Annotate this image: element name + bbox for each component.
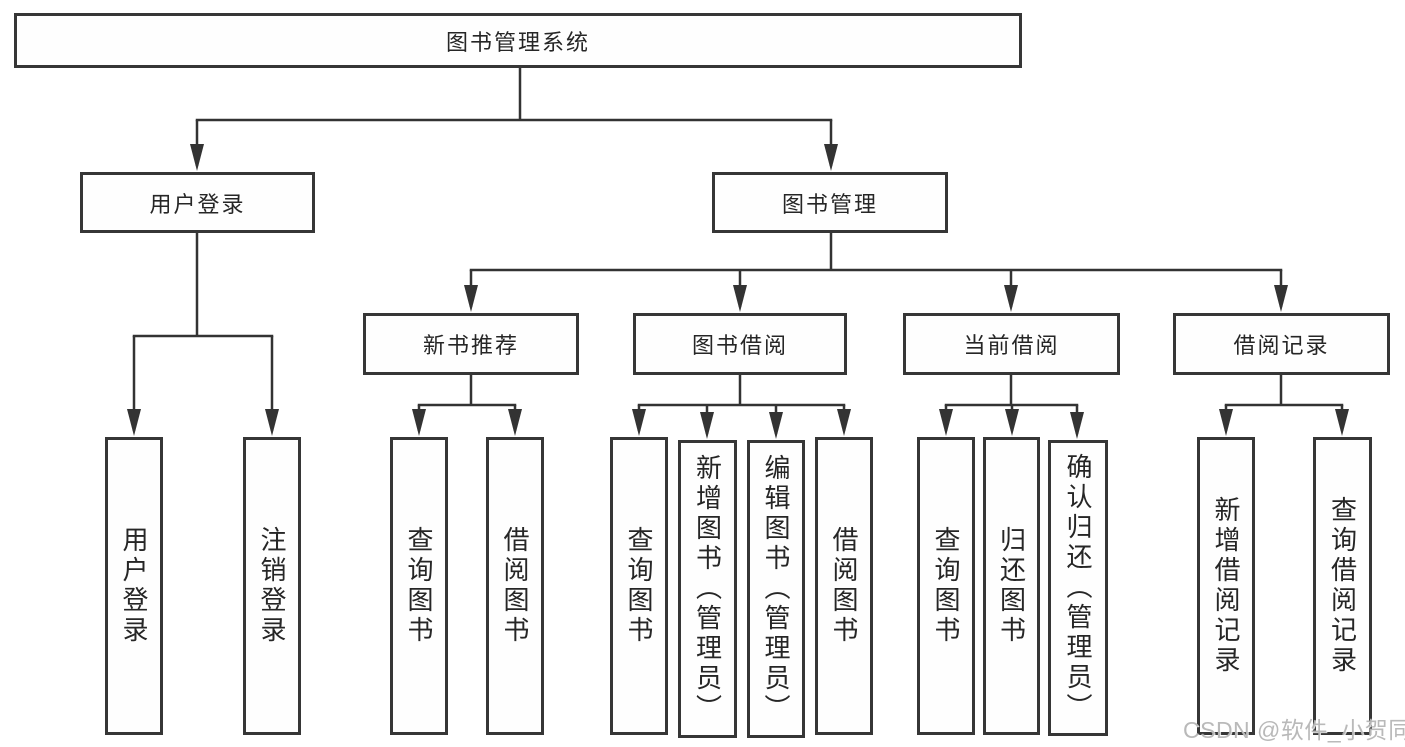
node-label: 归还图书 [996,526,1027,646]
node-book-borrow: 图书借阅 [633,313,847,375]
node-query-book-3: 查询图书 [917,437,975,735]
node-label: 新增图书（管理员） [692,454,723,724]
node-label: 图书借阅 [691,333,788,358]
node-label: 用户登录 [119,526,149,646]
node-label: 查询图书 [931,526,961,646]
node-label: 用户登录 [149,191,246,217]
node-label: 借阅记录 [1233,333,1330,358]
connector-current-borrow-to-leaves [939,373,1084,439]
node-label: 查询借阅记录 [1327,496,1358,676]
node-library-management-system: 图书管理系统 [14,13,1022,68]
connector-borrow-records-to-leaves [1219,374,1349,436]
node-label: 编辑图书（管理员） [761,454,791,724]
node-add-book-admin: 新增图书（管理员） [678,440,737,738]
connector-new-book-recommend-to-leaves [412,373,522,436]
node-edit-book-admin: 编辑图书（管理员） [747,440,805,738]
node-return-book: 归还图书 [983,437,1040,735]
node-label: 新增借阅记录 [1211,496,1241,676]
node-logout: 注销登录 [243,437,301,735]
node-label: 图书管理系统 [445,29,590,55]
node-user-login: 用户登录 [80,172,315,233]
node-label: 查询图书 [404,526,434,646]
node-current-borrow: 当前借阅 [903,313,1120,375]
node-confirm-return-admin: 确认归还（管理员） [1048,440,1108,736]
node-label: 查询图书 [624,526,654,646]
connector-user-login-to-leaves [127,231,279,436]
node-user-login-leaf: 用户登录 [105,437,163,735]
connector-book-management-to-level2 [464,231,1288,312]
node-borrow-book-1: 借阅图书 [486,437,544,735]
node-label: 新书推荐 [422,333,519,358]
connector-root-to-level1 [190,66,838,171]
node-new-book-recommend: 新书推荐 [363,313,579,375]
node-label: 借阅图书 [829,526,859,646]
node-label: 注销登录 [257,526,287,646]
node-label: 确认归还（管理员） [1063,453,1093,723]
node-query-borrow-record: 查询借阅记录 [1313,437,1372,735]
node-borrow-book-2: 借阅图书 [815,437,873,735]
node-query-book-1: 查询图书 [390,437,448,735]
watermark: CSDN @软件_小贺同学 [1183,717,1405,743]
node-borrow-records: 借阅记录 [1173,313,1390,375]
node-label: 当前借阅 [963,333,1060,358]
node-book-management: 图书管理 [712,172,948,233]
node-label: 借阅图书 [500,526,530,646]
connector-book-borrow-to-leaves [632,373,851,439]
node-add-borrow-record: 新增借阅记录 [1197,437,1255,735]
node-query-book-2: 查询图书 [610,437,668,735]
node-label: 图书管理 [781,191,878,217]
